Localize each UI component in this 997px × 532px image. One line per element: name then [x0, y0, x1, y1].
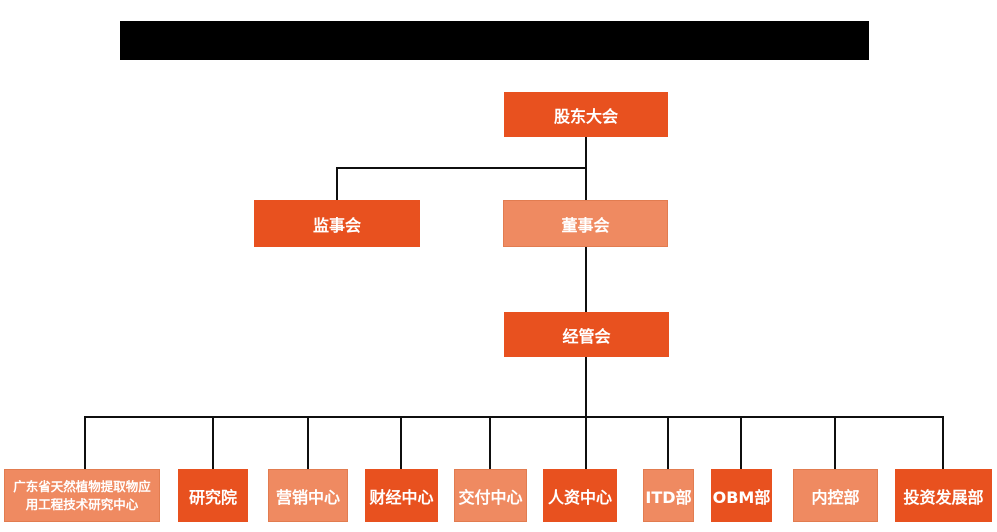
node-management-committee: 经管会	[504, 312, 669, 357]
node-obm-department: OBM部	[711, 469, 772, 522]
redacted-title-bar	[120, 21, 869, 60]
node-board-of-directors: 董事会	[503, 200, 668, 247]
node-marketing-center: 营销中心	[268, 469, 348, 522]
node-supervisory-board: 监事会	[254, 200, 420, 247]
node-research-center: 广东省天然植物提取物应用工程技术研究中心	[4, 469, 160, 522]
node-hr-center: 人资中心	[543, 469, 617, 522]
node-itd-department: ITD部	[643, 469, 694, 522]
node-internal-control-department: 内控部	[793, 469, 878, 522]
node-finance-center: 财经中心	[365, 469, 438, 522]
node-research-institute: 研究院	[178, 469, 248, 522]
node-delivery-center: 交付中心	[454, 469, 527, 522]
node-shareholders-meeting: 股东大会	[504, 92, 668, 137]
node-investment-development-department: 投资发展部	[895, 469, 992, 522]
